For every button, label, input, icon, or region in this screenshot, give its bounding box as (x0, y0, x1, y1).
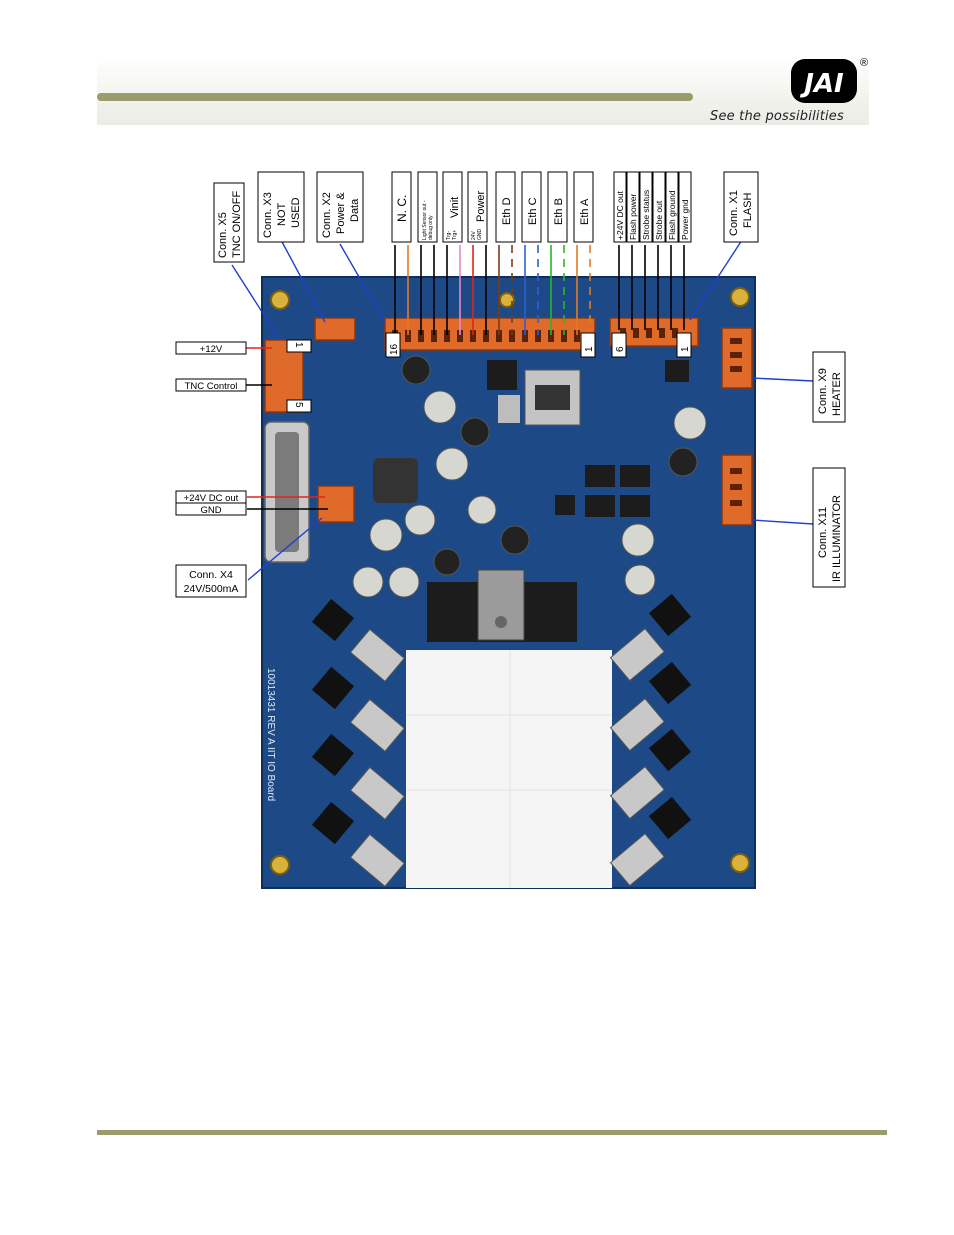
tagline: See the possibilities (710, 109, 844, 124)
pin-marker-box-2 (286, 399, 312, 413)
label-vinit: Vinit (449, 197, 461, 218)
capacitors (352, 355, 707, 598)
label-trig-plus: Trg+ (452, 230, 458, 240)
leader-lines (231, 239, 814, 581)
registered-mark: ® (860, 57, 869, 69)
conn-x3 (314, 317, 356, 341)
label-x11-line1: Conn. X11 (817, 507, 829, 558)
box-gnd (175, 502, 247, 516)
header-background (97, 55, 869, 125)
box-x11 (812, 467, 846, 588)
top-label-boxes (213, 171, 759, 263)
ic-chips (487, 360, 689, 517)
pin-marker-x2-16: 16 (389, 343, 400, 355)
label-x9-line2: HEATER (831, 372, 843, 416)
label-x2-line2: Power & (335, 192, 347, 234)
label-x3-line2: NOT (276, 203, 288, 227)
label-24v-dc-out: +24V DC out (184, 493, 239, 504)
label-light-line1: Light Sensor out - (422, 200, 428, 240)
label-x1-pin1: +24V DC out (615, 190, 625, 240)
box-x4 (175, 564, 247, 598)
label-x1-pin2: Flash power (628, 194, 638, 240)
label-x1-pin4: Strobe out (654, 200, 664, 240)
pin-marker-box-1 (286, 339, 312, 353)
conn-x2 (384, 317, 596, 351)
footer-rule (97, 1130, 887, 1135)
label-x4-line2: 24V/500mA (184, 583, 239, 595)
label-power-gnd: GND (477, 229, 483, 241)
label-x11-line2: IR ILLUMINATOR (831, 495, 843, 582)
label-x9-line1: Conn. X9 (817, 368, 829, 414)
pin-marker-x2-1: 1 (584, 346, 595, 352)
label-x3-line1: Conn. X3 (262, 192, 274, 238)
pin-marker-box-3 (385, 332, 401, 358)
header-rule (97, 93, 693, 101)
label-x1-pin3: Strobe status (641, 190, 651, 240)
inductor (373, 458, 418, 503)
box-12v (175, 341, 247, 355)
pin-marker-x5-5: 5 (293, 402, 304, 408)
label-gnd: GND (200, 505, 221, 516)
label-trig-minus: Trg- (446, 231, 452, 240)
label-light-line2: debug only (428, 215, 434, 240)
label-eth-c: Eth C (527, 197, 539, 225)
box-x9 (812, 351, 846, 423)
label-x5-line2: TNC ON/OFF (231, 191, 243, 258)
signal-wires (394, 245, 685, 335)
box-tnc (175, 378, 247, 392)
label-eth-a: Eth A (579, 198, 591, 225)
label-x2-line3: Data (349, 198, 361, 222)
pin-marker-x1-6: 6 (615, 346, 626, 352)
logo-text: JAI (799, 69, 844, 99)
pin-marker-box-6 (676, 332, 692, 358)
label-nc: N. C. (395, 195, 409, 222)
white-label-area (406, 650, 612, 888)
label-x2-line1: Conn. X2 (321, 192, 333, 238)
label-x5-line1: Conn. X5 (217, 212, 229, 258)
label-x1-pin5: Flash ground (667, 190, 677, 240)
pin-marker-box-4 (580, 332, 596, 358)
regulator (477, 569, 525, 641)
pin-marker-x5-1: 1 (293, 342, 304, 348)
label-x1-line1: Conn. X1 (728, 190, 740, 236)
board-silkscreen: 10013431 REV A IIT IO Board (265, 668, 276, 801)
label-x1-line2: FLASH (742, 192, 754, 228)
label-eth-d: Eth D (501, 197, 513, 225)
label-power: Power (475, 190, 487, 222)
label-power-24v: 24V (471, 230, 477, 240)
conn-x4 (317, 485, 355, 523)
label-x1-pin6: Power gnd (680, 199, 690, 240)
label-x3-line3: USED (290, 197, 302, 228)
label-tnc-control: TNC Control (185, 381, 238, 392)
pin-marker-x1-1: 1 (680, 346, 691, 352)
jai-logo: JAI (791, 59, 857, 103)
transistors (311, 593, 692, 845)
pin-marker-box-5 (611, 332, 627, 358)
label-eth-b: Eth B (553, 198, 565, 225)
mounting-holes (270, 287, 750, 875)
label-x4-line1: Conn. X4 (189, 569, 233, 581)
heatsink-brackets (349, 628, 665, 887)
label-12v: +12V (200, 344, 223, 355)
